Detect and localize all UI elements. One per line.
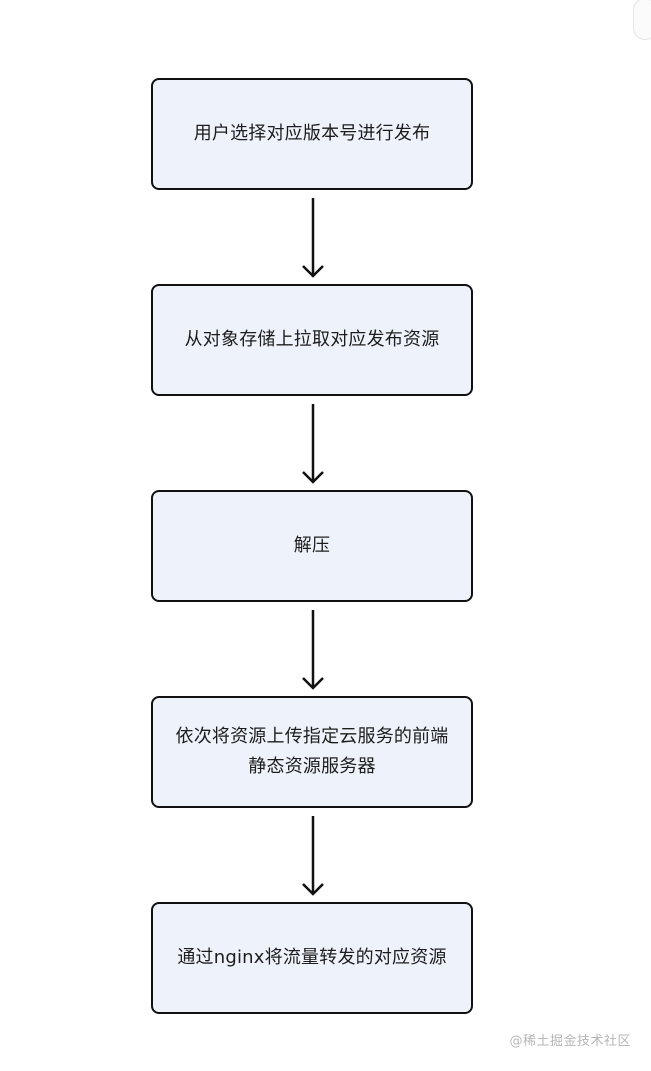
flow-step-pull-resources: 从对象存储上拉取对应发布资源 — [151, 284, 473, 396]
flow-step-label: 依次将资源上传指定云服务的前端 静态资源服务器 — [175, 726, 449, 777]
flow-step-label: 通过nginx将流量转发的对应资源 — [177, 947, 447, 968]
flow-step-label: 解压 — [293, 535, 331, 556]
flow-step-unzip: 解压 — [151, 490, 473, 602]
flow-step-select-version: 用户选择对应版本号进行发布 — [151, 78, 473, 190]
down-arrow-icon — [302, 610, 324, 690]
flow-step-label: 用户选择对应版本号进行发布 — [193, 123, 431, 144]
flow-step-nginx-forward: 通过nginx将流量转发的对应资源 — [151, 902, 473, 1014]
down-arrow-icon — [302, 404, 324, 484]
watermark: @稀土掘金技术社区 — [509, 1034, 631, 1049]
flow-step-upload-static: 依次将资源上传指定云服务的前端 静态资源服务器 — [151, 696, 473, 808]
down-arrow-icon — [302, 198, 324, 278]
flow-step-label: 从对象存储上拉取对应发布资源 — [184, 329, 440, 350]
window-corner — [633, 0, 651, 40]
down-arrow-icon — [302, 816, 324, 896]
